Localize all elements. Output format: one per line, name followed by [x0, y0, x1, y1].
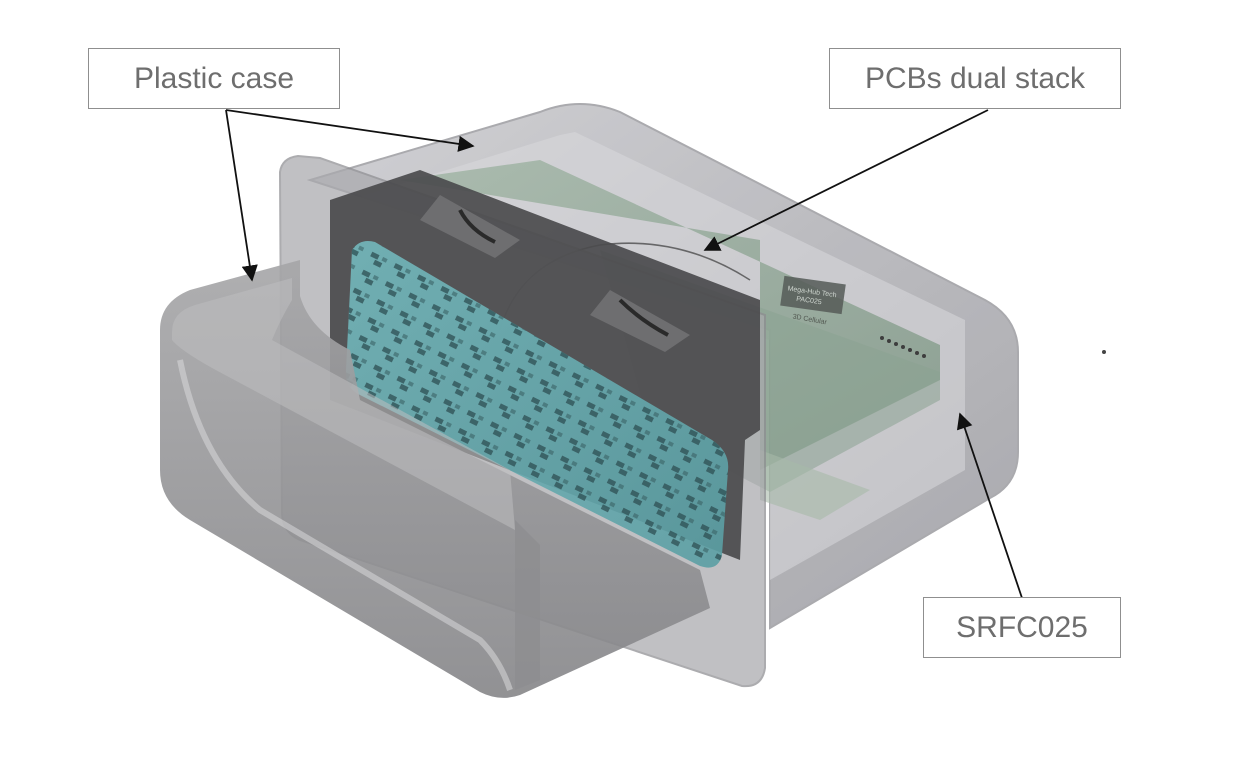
pcb-chip — [780, 275, 846, 315]
pin-field — [345, 241, 729, 568]
srfc025-label: SRFC025 — [923, 597, 1121, 658]
pcbs-dual-stack-label: PCBs dual stack — [829, 48, 1121, 109]
plastic-case-arrow-side — [225, 109, 258, 282]
srfc-arrow — [956, 412, 1023, 599]
plastic-case-label: Plastic case — [88, 48, 340, 109]
pcb-pin-row — [880, 336, 926, 358]
front-shroud — [160, 260, 710, 698]
stray-dot — [1102, 350, 1106, 354]
leader-arrows — [225, 109, 1023, 599]
plastic-case-arrow-top — [225, 109, 475, 152]
chip-marking-2: PAC025 — [796, 296, 822, 307]
pcbs-arrow — [703, 109, 989, 251]
